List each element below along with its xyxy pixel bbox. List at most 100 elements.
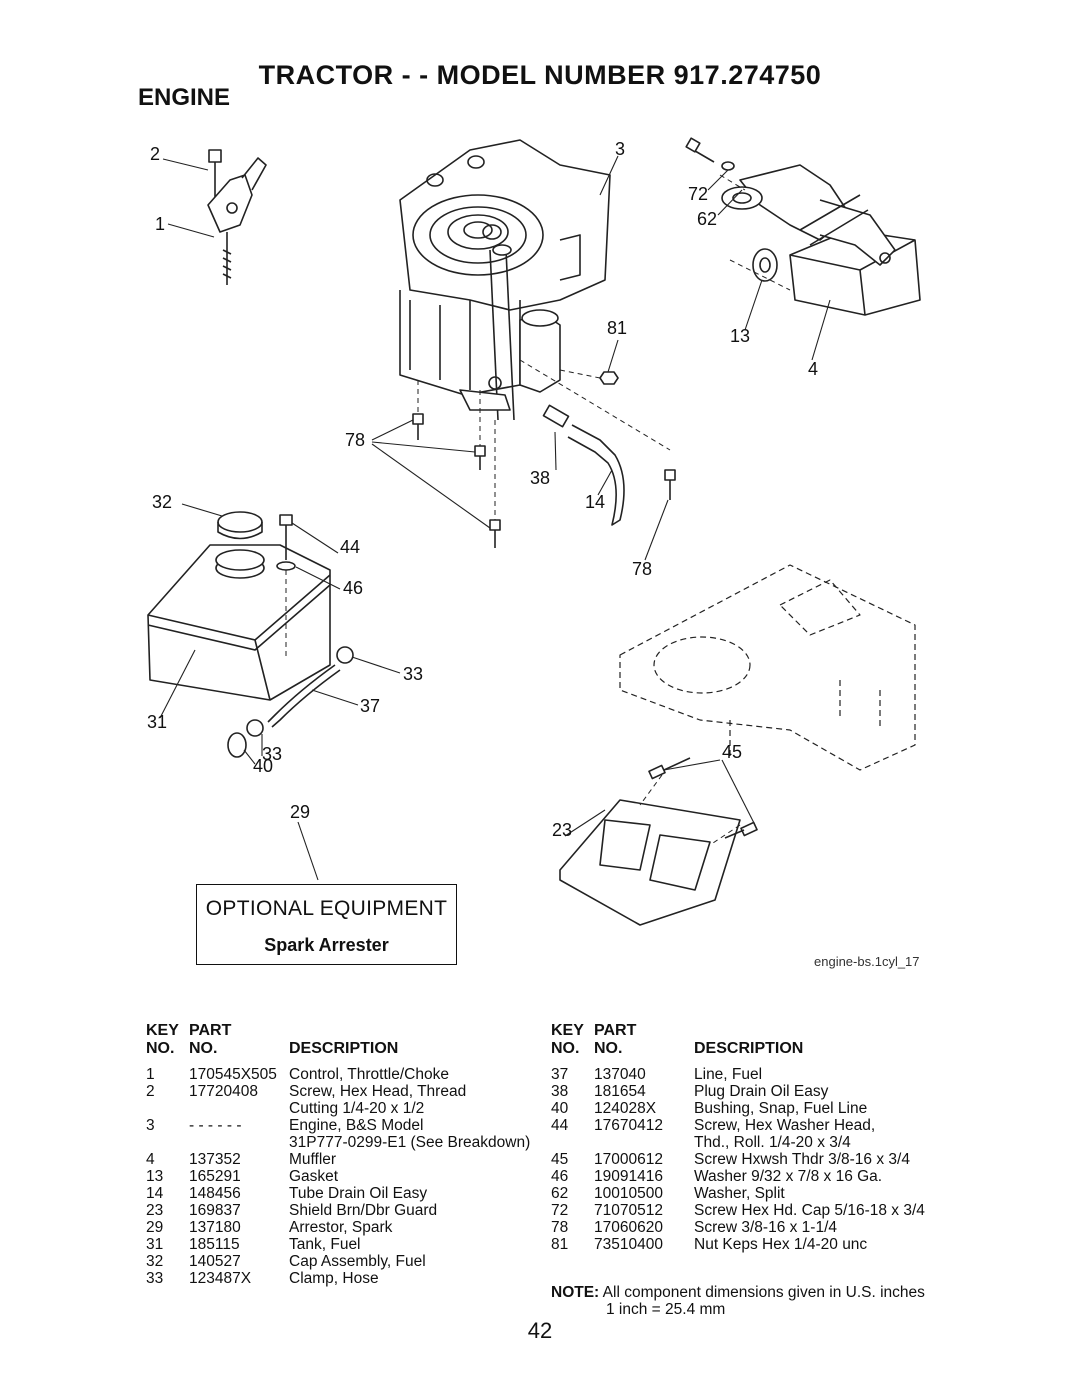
part-description: Screw 3/8-16 x 1-1/4 [694,1219,838,1236]
note-text: All component dimensions given in U.S. i… [602,1284,925,1301]
part-description: Washer, Split [694,1185,785,1202]
dimensions-note: NOTE: All component dimensions given in … [551,1284,925,1301]
callout-2: 2 [150,144,160,164]
key-number: 33 [146,1270,164,1287]
part-number: 73510400 [594,1236,663,1253]
throttle-control-drawing [207,149,267,285]
part-number: 137352 [189,1151,241,1168]
key-number: 46 [551,1168,569,1185]
part-number: 123487X [189,1270,252,1287]
part-description: Screw, Hex Washer Head, [694,1117,876,1134]
part-description: Engine, B&S Model [289,1117,424,1134]
key-header: KEY [551,1022,584,1039]
callout-72: 72 [688,184,708,204]
part-number: 137180 [189,1219,241,1236]
part-description: Cap Assembly, Fuel [289,1253,426,1270]
part-header: PART [189,1022,232,1039]
part-description: Tank, Fuel [289,1236,361,1253]
callout-32: 32 [152,492,172,512]
part-description: Plug Drain Oil Easy [694,1083,829,1100]
key-number: 45 [551,1151,569,1168]
callout-33-a: 33 [403,664,423,684]
part-description: Arrestor, Spark [289,1219,393,1236]
callout-46: 46 [343,578,363,598]
callout-4: 4 [808,359,818,379]
callout-38: 38 [530,468,550,488]
shield-drawing [559,757,758,926]
part-number: 17000612 [594,1151,663,1168]
part-description: Tube Drain Oil Easy [289,1185,428,1202]
callout-23: 23 [552,820,572,840]
key-number: 44 [551,1117,569,1134]
note-label: NOTE: [551,1284,600,1301]
part-number: - - - - - - [189,1117,242,1134]
part-description: Washer 9/32 x 7/8 x 16 Ga. [694,1168,883,1185]
part-number: 137040 [594,1066,646,1083]
part-description: Shield Brn/Dbr Guard [289,1202,438,1219]
key-number: 62 [551,1185,569,1202]
key-number: 72 [551,1202,569,1219]
key-number: 2 [146,1083,155,1100]
part-description: Nut Keps Hex 1/4-20 unc [694,1236,868,1253]
tractor-frame-drawing [619,564,916,771]
page-title: TRACTOR - - MODEL NUMBER 917.274750 [258,60,822,90]
key-number: 38 [551,1083,569,1100]
part-number: 140527 [189,1253,241,1270]
part-description: Muffler [289,1151,337,1168]
callout-78-b: 78 [632,559,652,579]
part-no-header: NO. [594,1040,623,1057]
key-no-header: NO. [146,1040,175,1057]
callout-37: 37 [360,696,380,716]
key-number: 23 [146,1202,164,1219]
callout-numbers: 2 1 3 72 62 81 13 4 78 38 14 78 32 44 46… [147,139,818,840]
part-description: Screw Hex Hd. Cap 5/16-18 x 3/4 [694,1202,925,1219]
callout-40: 40 [253,756,273,776]
callout-45: 45 [722,742,742,762]
key-number: 4 [146,1151,155,1168]
description-header: DESCRIPTION [694,1040,804,1057]
engine-parts-diagram: 2 1 3 72 62 81 13 4 78 38 14 78 32 44 46… [147,137,921,926]
key-number: 13 [146,1168,164,1185]
optional-equipment-box: OPTIONAL EQUIPMENT Spark Arrester [196,884,457,965]
callout-78-a: 78 [345,430,365,450]
callout-33-b: 33 [262,744,282,764]
part-number: 71070512 [594,1202,663,1219]
callout-13: 13 [730,326,750,346]
part-description: Screw, Hex Head, Thread [289,1083,467,1100]
part-description: Control, Throttle/Choke [289,1066,449,1083]
key-header: KEY [146,1022,179,1039]
part-number: 10010500 [594,1185,663,1202]
part-no-header: NO. [189,1040,218,1057]
key-number: 31 [146,1236,164,1253]
callout-81: 81 [607,318,627,338]
part-description: Thd., Roll. 1/4-20 x 3/4 [694,1134,851,1151]
key-number: 3 [146,1117,155,1134]
part-description: Bushing, Snap, Fuel Line [694,1100,868,1117]
engine-drawing [399,139,611,421]
part-description: Screw Hxwsh Thdr 3/8-16 x 3/4 [694,1151,910,1168]
callout-14: 14 [585,492,605,512]
part-description: 31P777-0299-E1 (See Breakdown) [289,1134,531,1151]
spark-arrester-label: Spark Arrester [264,935,389,955]
page-number: 42 [527,1318,553,1343]
key-number: 14 [146,1185,164,1202]
part-number: 124028X [594,1100,657,1117]
key-number: 37 [551,1066,569,1083]
key-no-header: NO. [551,1040,580,1057]
part-number: 17720408 [189,1083,258,1100]
part-number: 170545X505 [189,1066,277,1083]
part-description: Clamp, Hose [289,1270,379,1287]
key-number: 32 [146,1253,164,1270]
muffler-drawing [685,137,921,316]
callout-44: 44 [340,537,360,557]
part-header: PART [594,1022,637,1039]
part-number: 17670412 [594,1117,663,1134]
part-number: 148456 [189,1185,241,1202]
part-number: 185115 [189,1236,240,1253]
fuel-tank-drawing [147,511,354,758]
callout-3: 3 [615,139,625,159]
part-number: 181654 [594,1083,646,1100]
part-number: 169837 [189,1202,241,1219]
callout-62: 62 [697,209,717,229]
